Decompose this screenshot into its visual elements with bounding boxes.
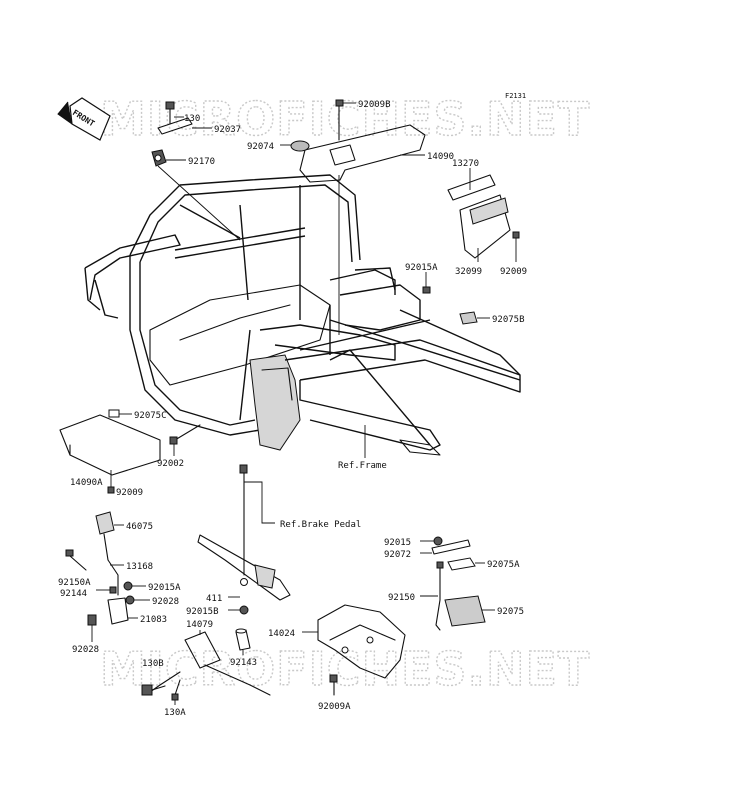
diagram-code: F2131 <box>505 92 526 100</box>
label-ref-frame: Ref.Frame <box>338 461 387 471</box>
pad-92075 <box>444 595 486 627</box>
label-92015A-low: 92015A <box>148 583 181 593</box>
washer-92015A-low <box>123 581 133 591</box>
label-92015B: 92015B <box>186 607 219 617</box>
front-arrow-icon: FRONT <box>57 97 111 141</box>
plate-14090 <box>299 124 426 183</box>
bolt-92150A <box>65 549 87 571</box>
washer-92028-b <box>87 614 97 626</box>
label-92009B: 92009B <box>358 100 391 110</box>
label-ref-brake-pedal: Ref.Brake Pedal <box>280 520 361 530</box>
label-92009A: 92009A <box>318 702 351 712</box>
label-32099: 32099 <box>455 267 482 277</box>
label-92009-left: 92009 <box>116 488 143 498</box>
label-92170: 92170 <box>188 157 215 167</box>
label-92037: 92037 <box>214 125 241 135</box>
bushing-92143 <box>235 628 251 651</box>
rod-brake <box>239 464 248 576</box>
box-32099 <box>459 194 511 259</box>
bolt-92002 <box>169 424 201 445</box>
label-13168: 13168 <box>126 562 153 572</box>
clamp-92170 <box>151 149 167 167</box>
pad-92075A <box>447 557 476 571</box>
label-92075B: 92075B <box>492 315 525 325</box>
label-130B: 130B <box>142 659 164 669</box>
bracket-92072 <box>431 539 471 555</box>
washer-92015 <box>433 536 443 546</box>
label-130A: 130A <box>164 708 186 718</box>
label-13270: 13270 <box>452 159 479 169</box>
label-14024: 14024 <box>268 629 295 639</box>
label-92028-b: 92028 <box>72 645 99 655</box>
bolt-92144 <box>109 586 117 594</box>
label-92074: 92074 <box>247 142 274 152</box>
bolt-92009-left <box>107 486 115 494</box>
label-411: 411 <box>206 594 222 604</box>
label-92072: 92072 <box>384 550 411 560</box>
guard-14024 <box>317 604 406 679</box>
label-92002: 92002 <box>157 459 184 469</box>
knob-46075 <box>95 511 119 596</box>
label-92143: 92143 <box>230 658 257 668</box>
watermark-top: MICROFICHES.NET <box>100 92 590 146</box>
label-130: 130 <box>184 114 200 124</box>
label-92028-a: 92028 <box>152 597 179 607</box>
nut-92015B <box>239 605 249 615</box>
label-14079: 14079 <box>186 620 213 630</box>
cover-13270 <box>447 174 496 201</box>
bolt-92009A <box>329 674 338 696</box>
label-14090: 14090 <box>427 152 454 162</box>
brake-lever <box>197 534 291 601</box>
link-21083 <box>107 597 129 625</box>
label-46075: 46075 <box>126 522 153 532</box>
label-92009-top: 92009 <box>500 267 527 277</box>
washer-92028-a <box>125 595 135 605</box>
label-92075C: 92075C <box>134 411 167 421</box>
label-92144: 92144 <box>60 589 87 599</box>
label-14090A: 14090A <box>70 478 103 488</box>
label-92015: 92015 <box>384 538 411 548</box>
nut-92015A-top <box>422 286 431 294</box>
label-92150: 92150 <box>388 593 415 603</box>
plate-14090A <box>59 414 161 476</box>
bolt-92009-top <box>512 231 520 239</box>
frame-assembly <box>84 174 521 456</box>
label-92150A: 92150A <box>58 578 91 588</box>
bolt-130B <box>141 684 166 696</box>
label-21083: 21083 <box>140 615 167 625</box>
cap-92074 <box>290 140 310 152</box>
label-92075: 92075 <box>497 607 524 617</box>
cap-92075B <box>459 311 478 325</box>
rod-92150 <box>435 561 444 631</box>
label-92075A: 92075A <box>487 560 520 570</box>
bolt-130 <box>165 101 175 125</box>
pin-411 <box>240 578 248 586</box>
cap-92075C <box>108 409 120 418</box>
bracket-92037 <box>157 117 193 135</box>
label-92015A-top: 92015A <box>405 263 438 273</box>
